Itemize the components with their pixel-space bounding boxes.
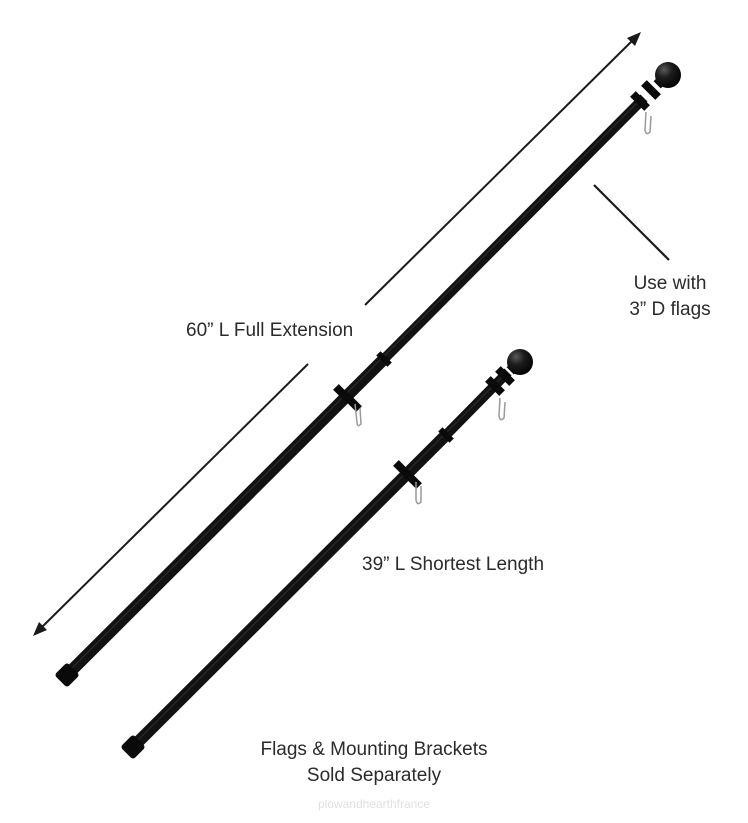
long-pole-ring — [342, 392, 362, 412]
long-pole-ring — [641, 80, 661, 100]
ball-finial-icon — [507, 349, 533, 375]
short-pole-end-cap — [121, 735, 145, 759]
short-pole-ring — [495, 366, 515, 386]
ball-finial-icon — [655, 62, 681, 88]
watermark: plowandhearthfrance — [317, 797, 431, 811]
short-pole-lower-shaft — [127, 430, 451, 753]
short-pole-ring — [402, 469, 422, 489]
clip-icon — [498, 397, 506, 421]
flag-size-leader-line — [593, 184, 670, 261]
shortest-length-label: 39” L Shortest Length — [362, 554, 545, 575]
long-pole — [55, 62, 681, 687]
clip-icon — [354, 403, 362, 427]
arrow-lower-segment — [40, 363, 309, 629]
clip-icon — [415, 482, 422, 505]
short-pole — [121, 349, 533, 759]
clip-icon — [644, 111, 652, 135]
flag-size-label-line-2: 3” D flags — [629, 299, 711, 320]
long-pole-lower-shaft — [61, 353, 390, 681]
long-pole-upper-shaft — [381, 94, 648, 362]
long-pole-ring — [630, 91, 650, 111]
sold-separately-note-line-1: Flags & Mounting Brackets — [260, 739, 488, 760]
long-pole-end-cap — [55, 663, 79, 687]
arrowhead-icon — [627, 32, 641, 46]
full-extension-arrow — [33, 32, 641, 636]
arrowhead-icon — [33, 622, 47, 636]
full-extension-label: 60” L Full Extension — [186, 320, 354, 341]
long-pole-joint — [376, 351, 392, 367]
flag-size-label-line-1: Use with — [633, 273, 707, 294]
short-pole-joint — [438, 427, 454, 443]
arrow-upper-segment — [364, 39, 634, 306]
short-pole-upper-shaft — [442, 368, 512, 439]
long-pole-highlight — [69, 99, 641, 671]
sold-separately-note: Flags & Mounting Brackets Sold Separatel… — [214, 737, 534, 789]
flag-size-label: Use with 3” D flags — [600, 271, 740, 323]
sold-separately-note-line-2: Sold Separately — [306, 765, 442, 786]
short-pole-ring — [485, 376, 505, 396]
